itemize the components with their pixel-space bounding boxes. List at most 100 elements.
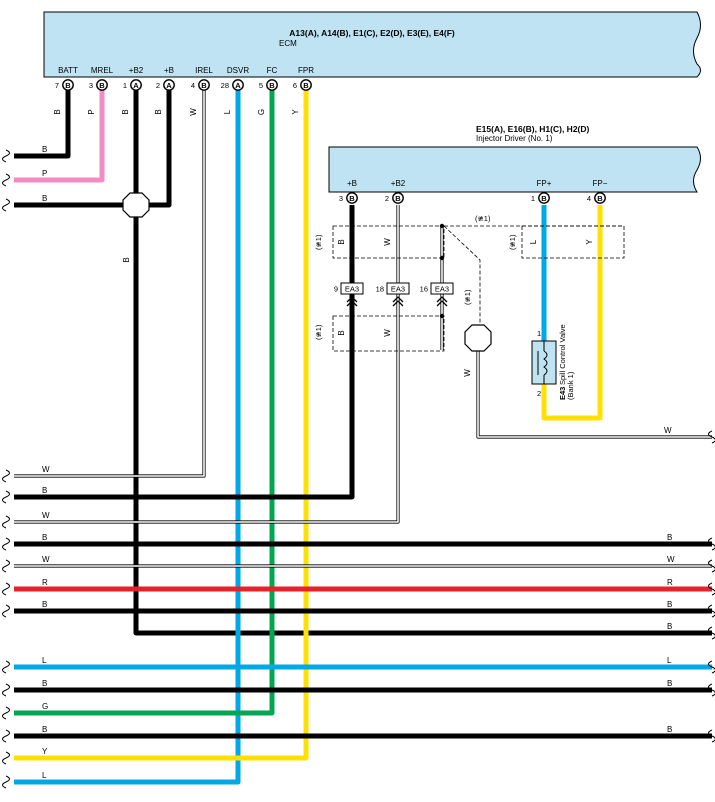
ecm-terminal-pin-circle (130, 79, 142, 91)
junction-octagon-valve (464, 324, 492, 352)
junction-pin-number: 9 (334, 285, 338, 294)
ecm-terminal-name: BATT (58, 66, 78, 75)
ecm-connectors: A13(A), A14(B), E1(C), E2(D), E3(E), E4(… (289, 28, 455, 38)
wire-label-ecm-drop-wrap: L (223, 109, 232, 114)
ecm-terminal-pin-number: 6 (293, 81, 297, 90)
wire-label-ecm-drop-wrap: B (121, 109, 130, 114)
wire-label-bus-right: W (667, 555, 675, 564)
wire-label-bus-left: B (42, 600, 47, 609)
ecm-terminal-pin-number: 4 (191, 81, 195, 90)
ecm-terminal-pin-conn: B (201, 81, 207, 90)
break-mark-left (2, 149, 10, 163)
ecm-terminal-name: FPR (298, 66, 314, 75)
wire-label-bus-left: L (42, 771, 47, 780)
wire-label-drv-bottom: W (383, 329, 392, 337)
note-left-bottom: (≇1) (314, 324, 323, 340)
wire-label-bus-right: B (667, 622, 672, 631)
break-mark-left (2, 683, 10, 697)
break-mark-left (2, 559, 10, 573)
connector-chevron-icon (436, 296, 448, 307)
driver-terminal-pin-circle (594, 192, 606, 204)
wire-label-bus-left: B (42, 679, 47, 688)
wire-label-bus-left: R (42, 578, 48, 587)
junction-label: EA3 (391, 285, 405, 294)
wire-label-trunk: B (122, 257, 131, 262)
wire-label-bus-right: B (667, 725, 672, 734)
ecm-terminal-name: IREL (195, 66, 213, 75)
driver-terminal-name: FP+ (537, 179, 552, 188)
note-diag: (≇1) (463, 289, 472, 305)
ecm-terminals: BATTB7MRELB3+B2A1+BA2IRELB4DSVRA28FCB5FP… (55, 66, 314, 91)
valve-name: Spill Control Valve (558, 324, 567, 385)
break-mark-left (2, 706, 10, 720)
break-mark-left (2, 515, 10, 529)
note-top: (≇1) (475, 214, 491, 223)
junction-label: EA3 (345, 285, 359, 294)
driver-terminal-pin-number: 3 (339, 194, 343, 203)
wire-label-left-top: B (42, 145, 47, 154)
ecm-terminal-name: FC (267, 66, 278, 75)
ecm-terminal-pin-number: 28 (221, 81, 229, 90)
ecm-terminal-pin-circle (62, 79, 74, 91)
wires (2, 90, 715, 789)
junction-box (340, 282, 364, 295)
wire-label-drv-right-wrap: L (529, 239, 538, 244)
wire-label-bus-right: B (667, 533, 672, 542)
ecm-terminal-name: DSVR (227, 66, 249, 75)
wire-label-ecm-drop-wrap: B (53, 109, 62, 114)
valve-pin-top: 1 (537, 329, 541, 338)
wire-label-ecm-drop: P (87, 109, 96, 114)
valve-pin-bottom: 2 (537, 389, 541, 398)
wire-label-drv-top-wrap: B (337, 239, 346, 244)
wire-drv-plusb (14, 205, 355, 500)
driver-connectors: E15(A), E16(B), H1(C), H2(D) (476, 124, 590, 134)
break-mark-left (2, 582, 10, 596)
break-mark-left (2, 537, 10, 551)
ecm-terminal-pin-number: 5 (259, 81, 263, 90)
wire-dsvr (14, 90, 241, 785)
ecm-terminal-name: +B (164, 66, 174, 75)
junction-box (386, 282, 410, 295)
shield-box-bottom (332, 315, 445, 352)
wire-irel (14, 90, 205, 477)
junction-box (430, 282, 454, 295)
driver-terminal-name: +B (347, 179, 357, 188)
wire-fc (14, 90, 275, 716)
wire-label-ecm-drop: Y (291, 109, 300, 115)
wire-label-ecm-drop: B (53, 109, 62, 114)
ecm-box: A13(A), A14(B), E1(C), E2(D), E3(E), E4(… (43, 11, 701, 78)
wire-label-drv-bottom-wrap: W (383, 329, 392, 337)
ecm-terminal-pin-number: 7 (55, 81, 59, 90)
wire-label-bus-right: B (667, 600, 672, 609)
wire-label-bus-left: G (42, 702, 48, 711)
wire-label-drv-right: L (529, 239, 538, 244)
wire-label-right-w: W (664, 426, 672, 435)
valve-bank: (Bank 1) (566, 371, 575, 400)
note-right: (≇1) (508, 234, 517, 250)
break-mark-left (2, 173, 10, 187)
ecm-terminal-pin-conn: A (166, 81, 172, 90)
break-mark-left (2, 775, 10, 789)
driver-terminal-name: +B2 (391, 179, 406, 188)
junction-pin-number: 16 (420, 285, 428, 294)
wire-label-drv-top: W (383, 238, 392, 246)
ecm-terminal-pin-circle (300, 79, 312, 91)
wire-label-ecm-drop-wrap: P (87, 109, 96, 114)
break-mark-left (2, 490, 10, 504)
junction-label: EA3 (435, 285, 449, 294)
wire-label-ecm-drop-wrap: Y (291, 109, 300, 115)
wire-batt (14, 90, 71, 159)
wire-label-bus-right: R (667, 578, 673, 587)
shield-notes: (≇1) (≇1) (≇1) (≇1) (≇1) (314, 214, 517, 340)
wire-label-ecm-drop: L (223, 109, 232, 114)
ecm-terminal-pin-circle (198, 79, 210, 91)
ecm-terminal-name: MREL (91, 66, 114, 75)
wire-label-bus-left: B (42, 533, 47, 542)
wire-label-ecm-drop: B (154, 109, 163, 114)
ecm-terminal-pin-conn: B (269, 81, 275, 90)
wire-label-bus-left: B (42, 486, 47, 495)
wire-label-valve-ground-wrap: W (463, 369, 472, 377)
ecm-terminal-pin-conn: B (65, 81, 71, 90)
